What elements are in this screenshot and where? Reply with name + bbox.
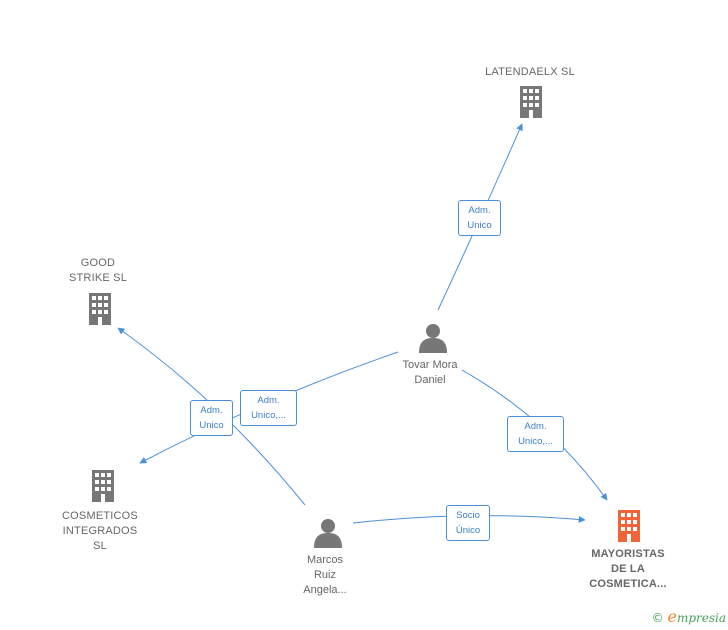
edge-label-marcos-good-strike[interactable]: Adm. Unico — [190, 400, 233, 436]
edge-label-marcos-mayoristas[interactable]: Socio Único — [446, 505, 490, 541]
node-label-latendaelx[interactable]: LATENDAELX SL — [485, 66, 575, 78]
building-icon-latendaelx[interactable] — [520, 86, 542, 118]
building-icon-mayoristas[interactable] — [618, 510, 640, 542]
node-label-tovar[interactable]: Tovar Mora Daniel — [402, 359, 458, 386]
edge-label-tovar-cosmeticos[interactable]: Adm. Unico,... — [240, 390, 297, 426]
copyright-symbol: © — [651, 611, 664, 625]
person-icon-tovar[interactable] — [419, 324, 447, 353]
node-label-marcos[interactable]: Marcos Ruiz Angela... — [303, 554, 347, 596]
empresia-logo: © empresia — [652, 607, 726, 626]
building-icon-good-strike[interactable] — [89, 293, 111, 325]
node-label-cosmeticos[interactable]: COSMETICOS INTEGRADOS SL — [62, 510, 138, 552]
person-icon-marcos[interactable] — [314, 519, 342, 548]
brand-initial: e — [667, 607, 677, 626]
edge-label-tovar-latendaelx[interactable]: Adm. Unico — [458, 200, 501, 236]
brand-name: mpresia — [676, 611, 726, 625]
node-label-mayoristas[interactable]: MAYORISTAS DE LA COSMETICA... — [589, 548, 667, 590]
building-icon-cosmeticos[interactable] — [92, 470, 114, 502]
node-label-good-strike[interactable]: GOOD STRIKE SL — [68, 257, 128, 284]
edge-label-tovar-mayoristas[interactable]: Adm. Unico,... — [507, 416, 564, 452]
